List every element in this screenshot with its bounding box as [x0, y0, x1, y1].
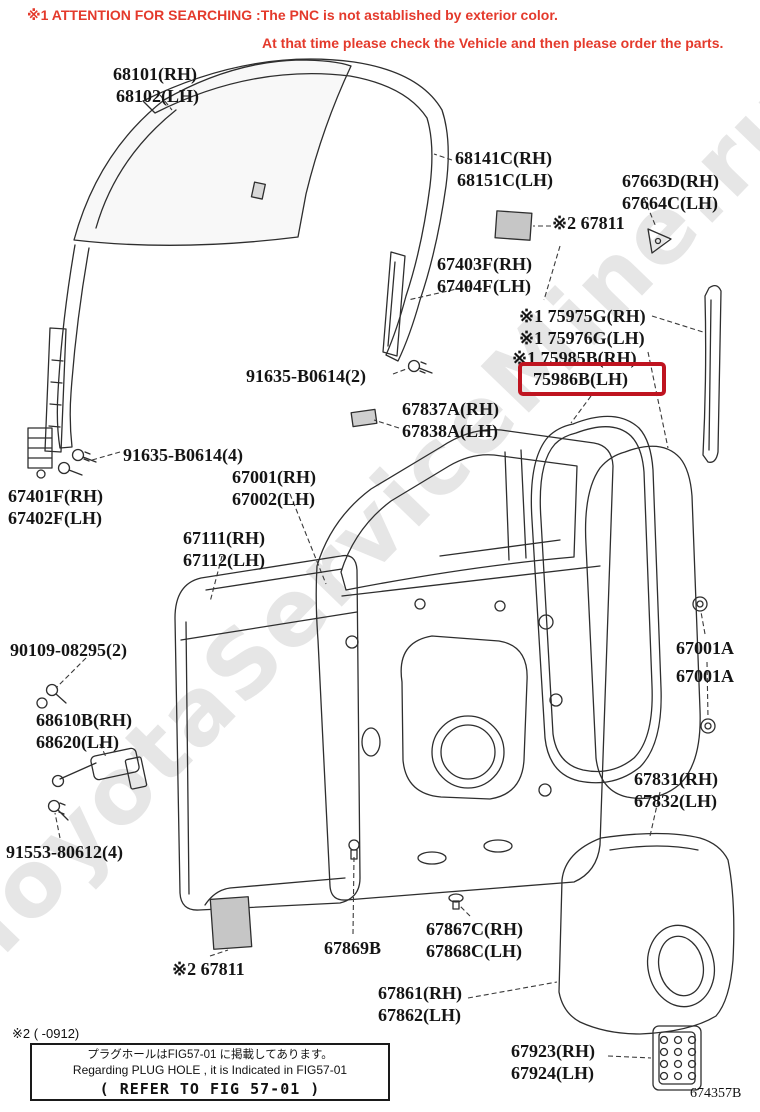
glass-run-channel-drawing [44, 58, 449, 453]
part-label-67831-rh[interactable]: 67831(RH) [634, 769, 718, 789]
part-label-67001-rh[interactable]: 67001(RH) [232, 467, 316, 487]
part-label-68620-lh[interactable]: 68620(LH) [36, 732, 119, 752]
plug-hole-note-en: Regarding PLUG HOLE , it is Indicated in… [72, 1063, 348, 1077]
part-label-67838a-lh[interactable]: 67838A(LH) [402, 421, 498, 441]
part-label-67837a-rh[interactable]: 67837A(RH) [402, 399, 499, 419]
door-check-drawing [51, 747, 148, 790]
part-label-68610b-rh[interactable]: 68610B(RH) [36, 710, 132, 730]
part-label-68102-lh[interactable]: 68102(LH) [116, 86, 199, 106]
part-label-67861-rh[interactable]: 67861(RH) [378, 983, 462, 1003]
part-label-91553-80612-4[interactable]: 91553-80612(4) [6, 842, 123, 862]
screws-drawing [36, 683, 69, 821]
part-label-67811-top[interactable]: ※2 67811 [552, 213, 625, 233]
part-label-68101-rh[interactable]: 68101(RH) [113, 64, 197, 84]
part-label-75986b-lh[interactable]: 75986B(LH) [533, 369, 629, 389]
part-label-67001a-1[interactable]: 67001A [676, 638, 734, 658]
part-label-91635-b0614-4[interactable]: 91635-B0614(4) [123, 445, 243, 465]
part-label-67923-rh[interactable]: 67923(RH) [511, 1041, 595, 1061]
highlight-box-75986b [518, 362, 666, 396]
part-label-67811-bottom[interactable]: ※2 67811 [172, 959, 245, 979]
part-label-67002-lh[interactable]: 67002(LH) [232, 489, 315, 509]
part-label-68151c-lh[interactable]: 68151C(LH) [457, 170, 553, 190]
part-label-67862-lh[interactable]: 67862(LH) [378, 1005, 461, 1025]
part-label-91635-b0614-2[interactable]: 91635-B0614(2) [246, 366, 366, 386]
attention-note-line2: At that time please check the Vehicle an… [262, 35, 724, 51]
part-label-67867c-rh[interactable]: 67867C(RH) [426, 919, 523, 939]
part-label-67868c-lh[interactable]: 67868C(LH) [426, 941, 522, 961]
part-label-67402f-lh[interactable]: 67402F(LH) [8, 508, 102, 528]
part-label-67403f-rh[interactable]: 67403F(RH) [437, 254, 532, 274]
hole-plugs-drawing [692, 596, 716, 734]
part-label-75975g-rh[interactable]: ※1 75975G(RH) [519, 306, 646, 326]
part-label-67401f-rh[interactable]: 67401F(RH) [8, 486, 103, 506]
part-label-68141c-rh[interactable]: 68141C(RH) [455, 148, 552, 168]
leader-lines [54, 94, 709, 1059]
door-inner-panel-drawing [315, 428, 614, 901]
frame-retainer-drawing [350, 408, 378, 428]
part-label-67832-lh[interactable]: 67832(LH) [634, 791, 717, 811]
rear-molding-drawing [702, 284, 722, 463]
part-label-67111-rh[interactable]: 67111(RH) [183, 528, 266, 548]
part-label-67404f-lh[interactable]: 67404F(LH) [437, 276, 531, 296]
door-glass-drawing [73, 59, 352, 246]
part-label-67112-lh[interactable]: 67112(LH) [183, 550, 266, 570]
part-label-67869b[interactable]: 67869B [324, 938, 382, 958]
center-sash-drawing [382, 251, 433, 374]
door-outer-panel-drawing [174, 554, 361, 911]
figure-code: 674357B [690, 1086, 742, 1101]
footnote-prefix: ※2 ( -0912) [12, 1026, 80, 1041]
part-label-90109-08295-2[interactable]: 90109-08295(2) [10, 640, 127, 660]
weatherstrip-loops-drawing [530, 415, 701, 800]
corner-clip-drawing [647, 228, 672, 254]
pocket-bracket-drawing [652, 1025, 702, 1091]
trim-clip-drawing [348, 839, 360, 860]
plug-hole-note-refer: ( REFER TO FIG 57-01 ) [99, 1080, 321, 1098]
part-label-67663d-rh[interactable]: 67663D(RH) [622, 171, 719, 191]
part-label-67924-lh[interactable]: 67924(LH) [511, 1063, 594, 1083]
plug-patch-top-drawing [494, 210, 533, 241]
door-trim-board-drawing [558, 832, 735, 1035]
plug-hole-note-box: プラグホールはFIG57-01 に掲載してあります。 Regarding PLU… [30, 1043, 390, 1101]
attention-note-line1: ※1 ATTENTION FOR SEARCHING :The PNC is n… [27, 7, 558, 23]
part-label-67001a-2[interactable]: 67001A [676, 666, 734, 686]
part-label-75976g-lh[interactable]: ※1 75976G(LH) [519, 328, 645, 348]
part-label-67664c-lh[interactable]: 67664C(LH) [622, 193, 718, 213]
plug-hole-note-jp: プラグホールはFIG57-01 に掲載してあります。 [87, 1049, 333, 1061]
front-channel-bracket-drawing [27, 427, 97, 479]
plug-patch-bottom-drawing [209, 896, 253, 950]
trim-plug-drawing [448, 893, 464, 910]
